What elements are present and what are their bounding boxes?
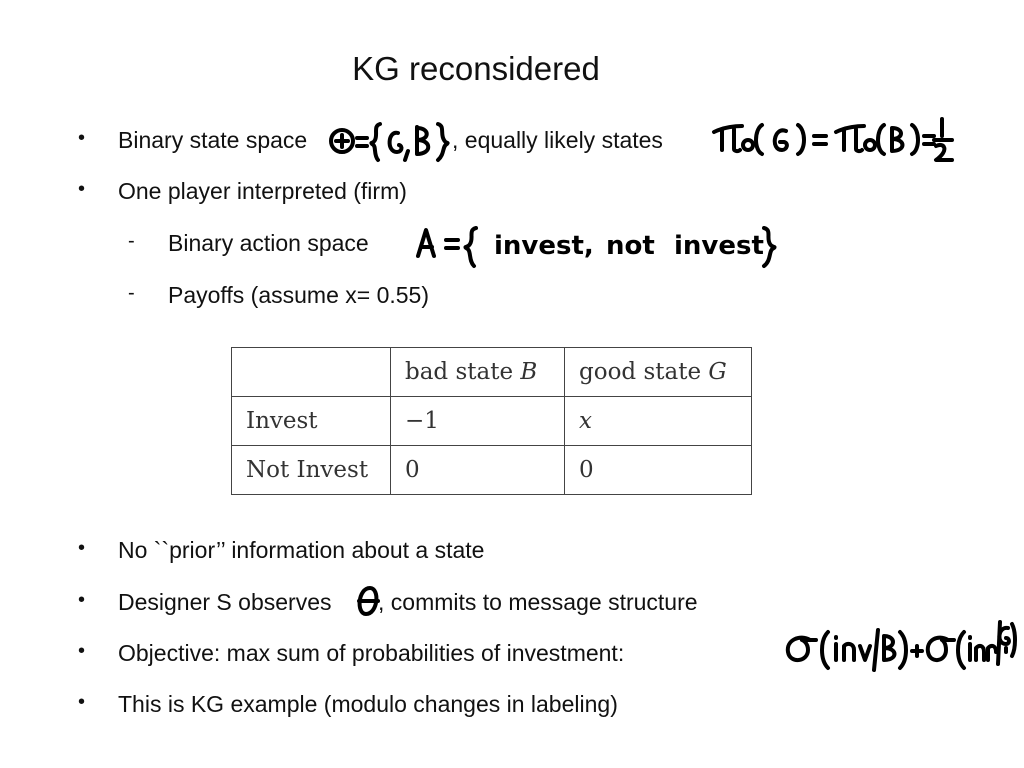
svg-text:invest,: invest, [494, 231, 594, 261]
header-variable: G [708, 359, 727, 385]
table-cell: 0 [390, 445, 565, 495]
bullet-designer: Designer S observes [118, 589, 332, 616]
bullet-no-prior: No ``prior’’ information about a state [118, 537, 485, 563]
handwritten-state-space [329, 122, 450, 162]
header-variable: B [520, 359, 538, 385]
bullet-text: Binary state space [118, 127, 308, 153]
bullet-text-continued: , commits to message structure [378, 589, 698, 615]
bullet-marker: • [78, 640, 86, 662]
table-header-cell: good state G [564, 347, 752, 397]
payoff-table: bad state B good state G Invest −1 x Not… [231, 347, 752, 495]
bullet-one-player: One player interpreted (firm) [118, 178, 407, 204]
sub-item-payoffs: Payoffs (assume x= 0.55) [168, 282, 430, 308]
svg-text:not: not [606, 231, 655, 261]
table-header-cell [231, 347, 391, 397]
header-label: good state [579, 359, 709, 385]
bullet-objective: Objective: max sum of probabilities of i… [118, 640, 625, 666]
sub-item-marker: - [128, 230, 135, 252]
table-cell: −1 [390, 396, 565, 446]
bullet-binary-state-space: Binary state space [118, 127, 307, 154]
header-label: bad state [405, 359, 521, 385]
sub-item-binary-action: Binary action space [168, 230, 369, 256]
table-header-cell: bad state B [390, 347, 565, 397]
bullet-kg-example: This is KG example (modulo changes in la… [118, 691, 618, 717]
bullet-marker: • [78, 691, 86, 713]
table-row: Invest −1 x [231, 396, 752, 446]
bullet-text: Designer S observes [118, 589, 332, 615]
bullet-marker: • [78, 537, 86, 559]
bullet-marker: • [78, 178, 86, 200]
slide-title: KG reconsidered [352, 50, 600, 87]
handwritten-actions: invest, not invest [416, 226, 777, 268]
bullet-text-continued: , equally likely states [452, 127, 663, 153]
handwritten-objective [785, 620, 1017, 672]
bullet-marker: • [78, 589, 86, 611]
row-label: Invest [231, 396, 391, 446]
handwritten-prior [712, 117, 954, 162]
table-cell: x [564, 396, 752, 446]
handwritten-theta [357, 586, 380, 616]
row-label: Not Invest [231, 445, 391, 495]
svg-text:invest: invest [674, 231, 764, 261]
bullet-marker: • [78, 127, 86, 149]
table-header-row: bad state B good state G [231, 347, 752, 397]
table-cell: 0 [564, 445, 752, 495]
sub-item-marker: - [128, 282, 135, 304]
table-row: Not Invest 0 0 [231, 445, 752, 495]
